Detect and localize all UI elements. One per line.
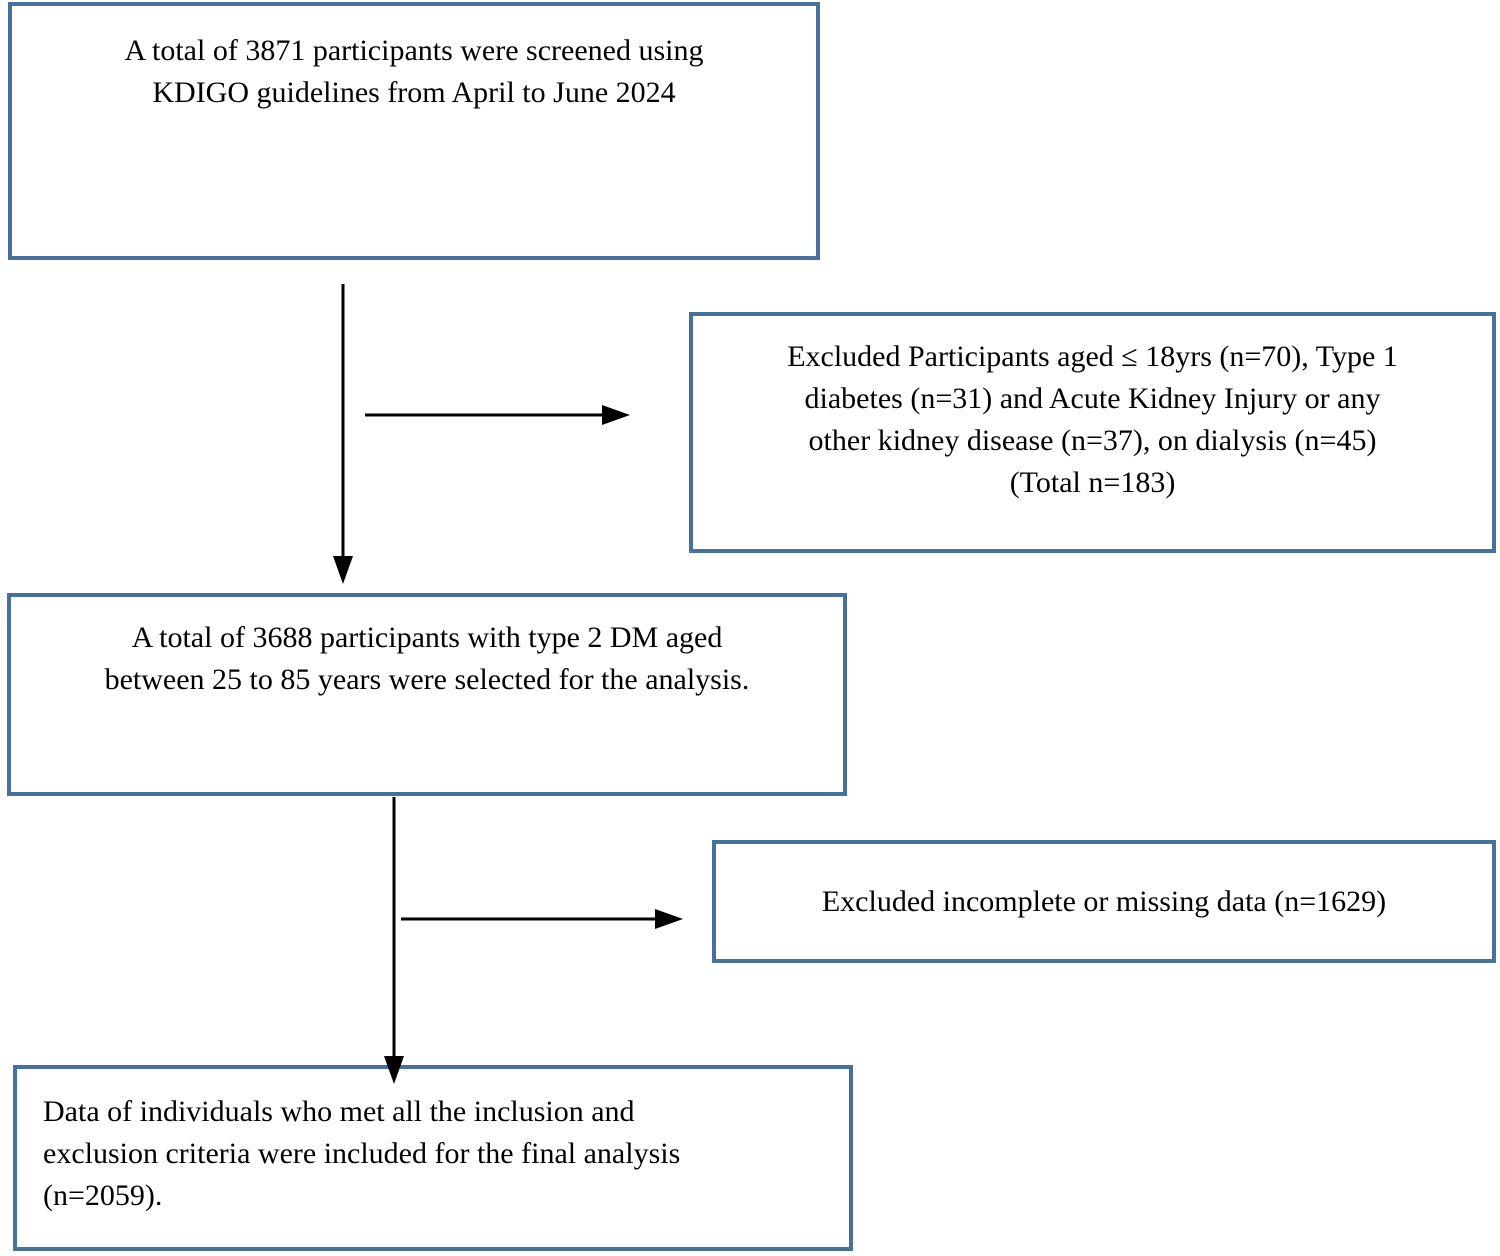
flow-box-selected-text: A total of 3688 participants with type 2… [104,621,750,696]
arrow-selected-to-final-analysis [384,797,404,1084]
flow-box-excluded-initial-text: Excluded Participants aged ≤ 18yrs (n=70… [787,340,1398,499]
flow-box-screened: A total of 3871 participants were screen… [8,2,820,260]
flow-box-excluded-initial: Excluded Participants aged ≤ 18yrs (n=70… [689,312,1496,553]
arrow-screened-to-selected [333,284,353,584]
flow-box-selected: A total of 3688 participants with type 2… [7,593,847,796]
flow-box-excluded-missing: Excluded incomplete or missing data (n=1… [712,840,1496,963]
flow-box-screened-text: A total of 3871 participants were screen… [124,34,704,109]
flow-box-final-analysis-text: Data of individuals who met all the incl… [43,1095,681,1212]
flow-box-final-analysis: Data of individuals who met all the incl… [13,1065,853,1251]
arrow-branch-to-excluded-initial [365,405,630,425]
flow-box-excluded-missing-text: Excluded incomplete or missing data (n=1… [821,884,1387,918]
arrow-branch-to-excluded-missing [401,909,683,929]
